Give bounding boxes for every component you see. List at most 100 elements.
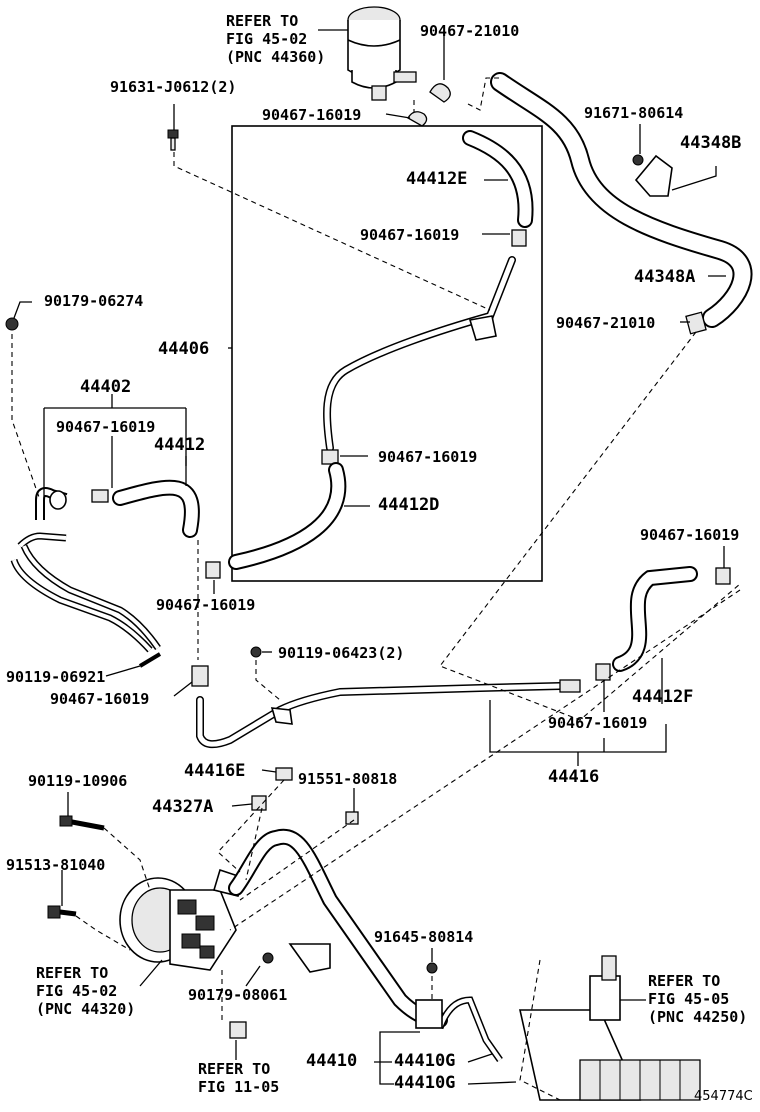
part-91645-80814: 91645-80814 <box>374 928 474 946</box>
leader-44327A <box>231 803 253 807</box>
part-90119-06921: 90119-06921 <box>6 668 106 686</box>
part-44412: 44412 <box>154 435 206 455</box>
dash-bolt-10906 <box>103 827 151 891</box>
part-90467-16019-h: 90467-16019 <box>548 714 648 732</box>
part-91551-80818: 91551-80818 <box>298 770 398 788</box>
part-90467-21010-mid: 90467-21010 <box>556 314 656 332</box>
refer-fig-45-02-bottom: REFER TO FIG 45-02 (PNC 44320) <box>36 964 136 1018</box>
part-44348B: 44348B <box>680 133 742 153</box>
leader-44410G-b <box>467 1081 517 1085</box>
bolt-90119-10906 <box>59 815 105 831</box>
part-90467-16019-d: 90467-16019 <box>156 596 256 614</box>
leader-08061 <box>245 965 261 987</box>
part-44416: 44416 <box>548 767 600 787</box>
part-90467-16019-a: 90467-16019 <box>262 106 362 124</box>
part-44402: 44402 <box>80 377 132 397</box>
pipe-44416-fitting <box>559 679 581 693</box>
leader-44402 <box>43 394 187 500</box>
screw-90179-08061 <box>262 952 274 964</box>
bracket-44348B <box>632 154 673 197</box>
hose-44412 <box>114 481 198 536</box>
dash-bolt-to-bracket <box>173 152 491 311</box>
part-90467-16019-b: 90467-16019 <box>360 226 460 244</box>
clamp-90467-16019-d <box>205 561 221 579</box>
bolt-90119-06423 <box>250 646 262 658</box>
dash-44327A <box>245 807 263 881</box>
hose-44348A <box>492 74 751 326</box>
part-44410: 44410 <box>306 1051 358 1071</box>
part-44327A: 44327A <box>152 797 214 817</box>
dash-left-screw <box>11 334 41 501</box>
leader-44416 <box>489 700 667 766</box>
diagram-code: 454774C <box>694 1089 753 1104</box>
pipe-assembly-44402 <box>10 487 161 653</box>
pipe-44416-bracket <box>270 707 293 725</box>
dash-long-diag <box>229 589 741 931</box>
pipe-bracket <box>468 315 497 341</box>
leader-16019-a <box>385 113 411 119</box>
clamp-90467-16019-h <box>595 663 611 681</box>
hose-44412E <box>464 132 532 226</box>
hose-44412F <box>614 568 696 670</box>
leader-06921 <box>105 665 141 677</box>
part-90467-21010-top: 90467-21010 <box>420 22 520 40</box>
part-91671-80614: 91671-80614 <box>584 104 684 122</box>
leader-refer-pump <box>139 959 163 987</box>
part-90179-06274: 90179-06274 <box>44 292 144 310</box>
part-44410G-b: 44410G <box>394 1073 456 1093</box>
screw-90179-06274 <box>5 317 19 331</box>
part-91631-J0612: 91631-J0612(2) <box>110 78 237 96</box>
clamp-90467-16019-top-right <box>715 567 731 585</box>
assembly-frame-44406 <box>231 125 543 582</box>
dash-bolt-06423 <box>255 660 281 701</box>
pipe-44406 <box>324 257 515 451</box>
part-90467-16019-e: 90467-16019 <box>378 448 478 466</box>
leader-06274 <box>13 301 32 319</box>
clamp-90467-16019-g <box>191 665 209 687</box>
part-44410G-a: 44410G <box>394 1051 456 1071</box>
plug-fig-11-05 <box>229 1021 247 1039</box>
reservoir-tank <box>347 6 417 101</box>
dash-top-hose <box>467 77 500 111</box>
part-90119-06423: 90119-06423(2) <box>278 644 405 662</box>
part-90119-10906: 90119-10906 <box>28 772 128 790</box>
bolt-91631-J0612 <box>167 129 179 151</box>
dash-44416E <box>217 779 285 873</box>
clamp-90467-21010-top <box>429 83 451 103</box>
part-90467-16019-top-right: 90467-16019 <box>640 526 740 544</box>
clamp-90467-16019-f <box>321 449 339 465</box>
bolt-91645-80814 <box>426 962 438 974</box>
part-44412F: 44412F <box>632 687 694 707</box>
steering-gear <box>519 955 701 1101</box>
part-91513-81040: 91513-81040 <box>6 856 106 874</box>
part-44348A: 44348A <box>634 267 696 287</box>
gasket-91551-80818 <box>345 811 359 825</box>
union-44327A <box>251 795 267 811</box>
part-90179-08061: 90179-08061 <box>188 986 288 1004</box>
leader-44348B <box>671 166 717 191</box>
power-steering-pump <box>119 868 246 971</box>
refer-fig-45-05: REFER TO FIG 45-05 (PNC 44250) <box>648 972 748 1026</box>
bolt-91513-81040 <box>47 905 77 919</box>
clamp-90467-16019-e <box>511 229 527 247</box>
part-44406: 44406 <box>158 339 210 359</box>
hose-44410-bracket <box>288 943 331 973</box>
hose-44412D <box>230 464 345 568</box>
dash-mid-right <box>439 331 741 721</box>
clamp-90467-21010-mid <box>685 311 707 335</box>
leader-44410 <box>374 1031 420 1085</box>
leader-44410G-a <box>467 1053 493 1063</box>
leader-44416E <box>261 769 277 773</box>
part-90467-16019-g: 90467-16019 <box>50 690 150 708</box>
leader-16019-g <box>173 681 193 697</box>
bolt-90119-06921 <box>138 652 162 668</box>
pipe-44410-bracket <box>415 999 443 1029</box>
clamp-90467-16019-top <box>407 111 428 127</box>
part-90467-16019-c: 90467-16019 <box>56 418 156 436</box>
dash-gear <box>519 959 561 1101</box>
refer-fig-11-05: REFER TO FIG 11-05 <box>198 1060 280 1096</box>
refer-fig-45-02-top: REFER TO FIG 45-02 (PNC 44360) <box>226 12 326 66</box>
